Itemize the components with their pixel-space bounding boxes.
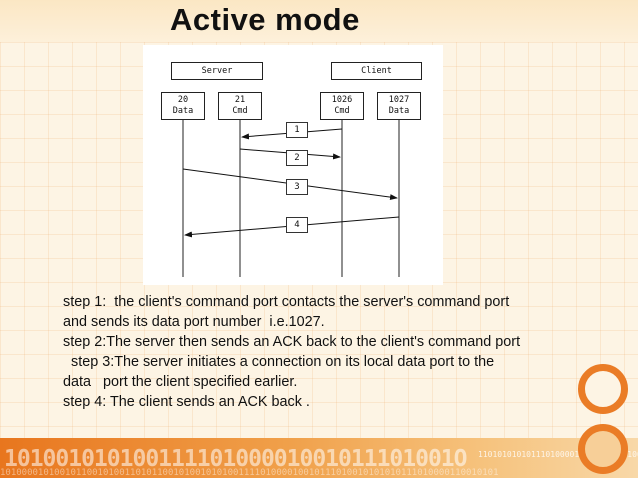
step-label-3: 3 — [286, 179, 308, 195]
step-label-2: 2 — [286, 150, 308, 166]
client-box: Client — [331, 62, 422, 80]
port-box-21: 21 Cmd — [218, 92, 262, 120]
server-label: Server — [201, 66, 233, 76]
port-name: Data — [388, 106, 410, 116]
port-number: 1026 — [331, 95, 353, 105]
port-number: 21 — [234, 95, 246, 105]
ftp-diagram: Server Client 20 Data 21 Cmd 1026 Cmd 10… — [143, 45, 443, 285]
diagram-lines — [182, 119, 400, 277]
binary-decoration-bottom: 1010000101001011001010011010110010100101… — [0, 468, 499, 478]
description-line: data port the client specified earlier. — [63, 374, 298, 390]
port-name: Cmd — [334, 106, 350, 116]
description-line: step 2:The server then sends an ACK back… — [63, 334, 521, 350]
port-box-1026: 1026 Cmd — [320, 92, 364, 120]
step-description: step 1: the client's command port contac… — [63, 292, 583, 412]
step-label-1: 1 — [286, 122, 308, 138]
slide-title: Active mode — [170, 2, 360, 37]
step-label-4: 4 — [286, 217, 308, 233]
description-line: step 1: the client's command port contac… — [63, 294, 510, 310]
decorative-circle-upper — [578, 364, 628, 414]
port-number: 20 — [177, 95, 189, 105]
port-name: Cmd — [232, 106, 248, 116]
port-number: 1027 — [388, 95, 410, 105]
header-band — [0, 0, 638, 42]
port-box-20: 20 Data — [161, 92, 205, 120]
description-line: step 3:The server initiates a connection… — [63, 354, 495, 370]
description-line: step 4: The client sends an ACK back . — [63, 394, 310, 410]
server-box: Server — [171, 62, 263, 80]
decorative-circle-lower — [578, 424, 628, 474]
client-label: Client — [361, 66, 392, 76]
binary-decoration-small: 1101010101011101000011 0101101 1001 — [478, 450, 638, 459]
binary-decoration: 10100101010011110100001001011101001O — [4, 446, 467, 472]
description-line: and sends its data port number i.e.1027. — [63, 314, 325, 330]
port-name: Data — [172, 106, 194, 116]
port-box-1027: 1027 Data — [377, 92, 421, 120]
footer-strip — [0, 438, 638, 478]
